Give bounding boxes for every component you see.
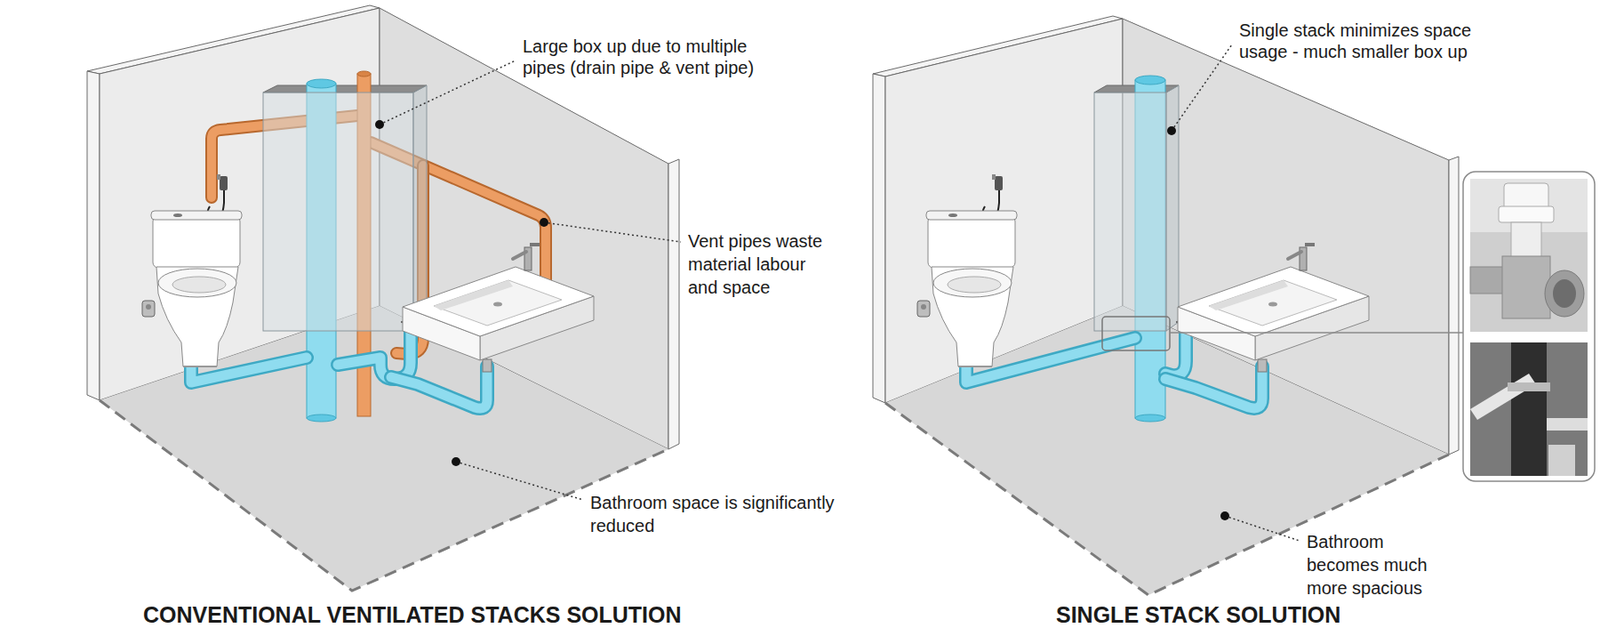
drain-pipes [337,328,411,379]
fitting-photo [1498,206,1554,223]
installation-photo [1470,342,1588,476]
fitting-photo [1470,178,1588,332]
fitting-photo [1502,256,1551,319]
callout-text: Bathroom becomes much more spacious [1306,529,1440,600]
callout-leaders [375,44,1300,541]
box-up [263,92,414,331]
callout-leaders [451,456,461,466]
room-walls [668,159,680,449]
panel-caption: CONVENTIONAL VENTILATED STACKS SOLUTION [143,600,682,628]
drain-pipes [1165,328,1186,376]
callout-leaders [456,461,584,500]
inset-leader [1169,331,1464,334]
single-stack-bathroom [872,16,1464,595]
vent-pipes [357,71,371,77]
callout-leaders [544,222,681,242]
fitting-photo [1511,222,1542,258]
bathroom-fixtures [917,174,1369,372]
box-up [263,85,427,331]
drain-pipes [391,366,488,408]
fitting-photo [1552,279,1576,308]
fitting-photo [1470,178,1588,332]
single-stack [1135,414,1166,422]
callout-leaders [1171,44,1232,131]
highlight-frame [1102,316,1170,351]
callout-leaders [1220,511,1230,520]
installation-photo [1470,373,1536,420]
room-walls [1448,156,1459,455]
drain-pipes [1165,366,1263,408]
box-up [1094,92,1167,331]
callout-text: Single stack minimizes space usage - muc… [1239,19,1493,63]
installation-photo [1511,342,1547,476]
drain-stack [306,79,336,88]
callout-text: Bathroom space is significantly reduced [590,490,848,537]
installation-photo [1470,342,1588,476]
callout-leaders [379,60,516,125]
product-photo-inset [1463,171,1595,481]
room-walls [872,73,886,403]
callout-text: Large box up due to multiple pipes (drai… [522,35,776,79]
single-stack [1135,75,1166,85]
drain-pipes [1165,366,1263,408]
box-up-cap [263,85,427,93]
installation-photo [1548,444,1576,476]
fitting-photo [1470,266,1506,294]
room-floor [99,400,669,591]
fitting-photo [1544,270,1584,317]
drain-stack [306,414,336,422]
product-photo-inset [1463,171,1595,481]
installation-photo [1507,382,1551,392]
box-up [413,85,427,331]
callout-leaders [1167,126,1176,136]
room-walls [87,71,100,400]
callout-leaders [375,120,384,129]
bathroom-fixtures [142,174,594,372]
callout-leaders [1224,515,1300,541]
callout-leaders [539,217,549,227]
installation-photo [1546,417,1588,431]
drain-pipes [1165,328,1186,376]
drain-pipes [391,366,488,408]
box-up [1094,85,1179,331]
panel-caption: SINGLE STACK SOLUTION [1056,600,1341,628]
callout-text: Vent pipes waste material labour and spa… [688,229,835,299]
drain-pipes [337,328,411,379]
